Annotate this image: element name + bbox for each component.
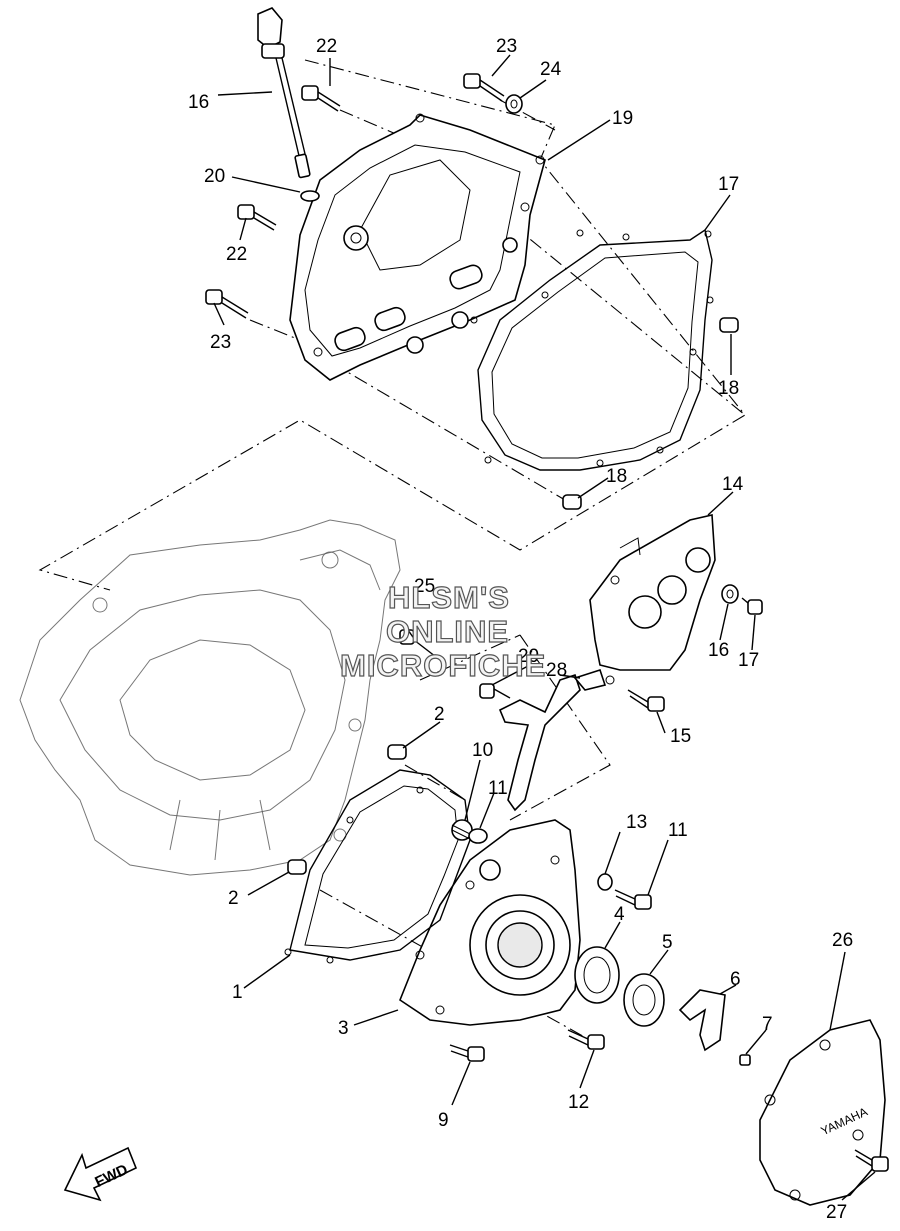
callout-18-upper: 18 <box>718 378 739 399</box>
callout-23-lower: 23 <box>210 332 231 353</box>
outer-cover-26: YAMAHA <box>759 1019 886 1206</box>
washer-12 <box>597 873 613 891</box>
dowel-pin-18-upper <box>719 317 739 333</box>
callouts: 16 22 23 24 19 20 22 23 17 18 18 14 16 1… <box>188 36 853 1223</box>
callout-13: 14 <box>722 474 744 495</box>
o-ring-9 <box>468 828 488 844</box>
crankcase-outline <box>19 519 401 876</box>
callout-3: 3 <box>338 1018 349 1039</box>
dowel-pin-2-lower <box>287 859 307 875</box>
watermark: HLSM'S ONLINE MICROFICHE <box>339 579 546 683</box>
callout-8: 10 <box>472 740 493 761</box>
callout-5: 5 <box>662 932 673 953</box>
callout-19: 19 <box>612 108 633 129</box>
callout-20: 16 <box>188 92 209 113</box>
bearing-4 <box>574 946 620 1004</box>
chain-guide-28 <box>498 668 607 812</box>
callout-28: 28 <box>546 660 567 681</box>
callout-1: 1 <box>232 982 243 1003</box>
callout-15: 16 <box>708 640 729 661</box>
bolt-23-lower <box>205 289 249 319</box>
callout-12: 13 <box>626 812 647 833</box>
bolt-11-upper <box>614 889 652 910</box>
callout-2-lower: 2 <box>228 888 239 909</box>
callout-18-lower: 18 <box>606 466 627 487</box>
screw-7 <box>739 1054 751 1066</box>
oil-seal-5 <box>623 973 665 1027</box>
callout-25: 25 <box>414 576 435 597</box>
callout-23-upper: 23 <box>496 36 517 57</box>
callout-27: 27 <box>826 1202 847 1223</box>
sprocket-cover-13 <box>589 514 716 685</box>
o-ring-21 <box>300 190 320 202</box>
callout-4: 4 <box>614 904 625 925</box>
callout-24: 24 <box>540 59 562 80</box>
callout-6: 6 <box>730 969 741 990</box>
callout-14: 15 <box>670 726 691 747</box>
callout-22-upper: 22 <box>316 36 337 57</box>
forward-direction-arrow: FWD <box>63 1146 138 1202</box>
cover-gasket-17 <box>470 228 714 471</box>
watermark-line-1: HLSM'S <box>388 580 510 615</box>
bolt-11-lower <box>567 1029 605 1050</box>
dowel-pin-18-lower <box>562 494 582 510</box>
callout-9: 11 <box>488 778 508 799</box>
dowel-pin-2-upper <box>387 744 407 760</box>
callout-16: 17 <box>738 650 759 671</box>
bolt-22-upper <box>301 85 341 112</box>
leader-lines <box>213 54 876 1201</box>
bolt-29 <box>479 683 511 699</box>
callout-11-upper: 11 <box>668 820 688 841</box>
callout-10: 9 <box>438 1110 449 1131</box>
bolt-27 <box>854 1149 889 1172</box>
crankcase-cover-3 <box>399 819 581 1026</box>
crankcase-cover-19 <box>289 113 546 381</box>
watermark-line-2: ONLINE <box>386 614 509 649</box>
callout-21: 20 <box>204 166 225 187</box>
callout-29: 29 <box>518 646 539 667</box>
oil-dipstick-20 <box>257 7 311 179</box>
callout-2-upper: 2 <box>434 704 445 725</box>
bolt-14 <box>627 689 665 712</box>
retainer-plate-6 <box>678 989 726 1052</box>
bolt-23-upper <box>463 73 505 102</box>
watermark-line-3: MICROFICHE <box>340 648 546 683</box>
callout-11-lower: 12 <box>568 1092 589 1113</box>
washer-15 <box>721 584 739 604</box>
bolt-16 <box>741 597 763 615</box>
bolt-10 <box>449 1044 485 1062</box>
callout-17: 17 <box>718 174 739 195</box>
callout-26: 26 <box>832 930 853 951</box>
washer-24 <box>505 94 523 114</box>
callout-22-lower: 22 <box>226 244 247 265</box>
callout-7: 7 <box>762 1014 773 1035</box>
